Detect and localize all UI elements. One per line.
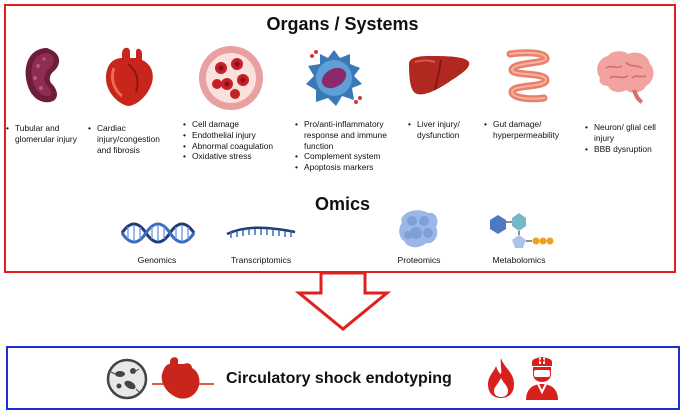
omics-label-genomics: Genomics	[137, 255, 177, 265]
bullet: Pro/anti-inflammatory response and immun…	[295, 119, 399, 151]
omics-heading: Omics	[314, 194, 371, 214]
bullet: BBB dysruption	[585, 144, 673, 155]
organ-bullets-heart: Cardiac injury/congestion and fibrosis	[88, 123, 174, 155]
immune-cell-icon	[306, 50, 362, 106]
protein-icon	[399, 210, 438, 248]
organ-bullets-vessel: Cell damage Endothelial injury Abnormal …	[183, 119, 289, 162]
bullet: Oxidative stress	[183, 151, 289, 162]
bullet: Gut damage/ hyperpermeability	[484, 119, 584, 141]
bullet: Cardiac injury/congestion and fibrosis	[88, 123, 174, 155]
bullet: Complement system	[295, 151, 399, 162]
organ-bullets-liver: Liver injury/ dysfunction	[408, 119, 488, 141]
omics-label-metabolomics: Metabolomics	[492, 255, 546, 265]
heart-ecg-icon	[152, 357, 214, 399]
organs-heading: Organs / Systems	[266, 14, 419, 34]
organ-bullets-brain: Neuron/ glial cell injury BBB dysruption	[585, 122, 673, 154]
endotyping-panel	[6, 346, 680, 410]
bullet: Tubular and glomerular injury	[6, 123, 94, 145]
microbe-dish-icon	[106, 358, 148, 400]
endotyping-title: Circulatory shock endotyping	[226, 370, 452, 387]
organ-bullets-immune: Pro/anti-inflammatory response and immun…	[295, 119, 399, 173]
down-arrow	[294, 271, 392, 331]
blood-vessel-icon	[199, 46, 263, 110]
bullet: Apoptosis markers	[295, 162, 399, 173]
kidney-icon	[25, 48, 60, 103]
bullet: Abnormal coagulation	[183, 141, 289, 152]
fire-icon	[488, 358, 514, 398]
organ-bullets-gut: Gut damage/ hyperpermeability	[484, 119, 584, 141]
bullet: Cell damage	[183, 119, 289, 130]
bullet: Liver injury/ dysfunction	[408, 119, 488, 141]
brain-icon	[597, 51, 654, 104]
doctor-icon	[526, 357, 558, 400]
omics-label-proteomics: Proteomics	[397, 255, 441, 265]
heart-icon	[106, 47, 153, 106]
rna-strand-icon	[226, 226, 296, 238]
intestine-icon	[506, 49, 550, 103]
dna-helix-icon	[120, 222, 196, 244]
organ-bullets-kidney: Tubular and glomerular injury	[6, 123, 94, 145]
liver-icon	[409, 56, 470, 95]
bullet: Neuron/ glial cell injury	[585, 122, 673, 144]
metabolite-icon	[490, 213, 554, 248]
omics-label-transcriptomics: Transcriptomics	[230, 255, 292, 265]
bullet: Endothelial injury	[183, 130, 289, 141]
